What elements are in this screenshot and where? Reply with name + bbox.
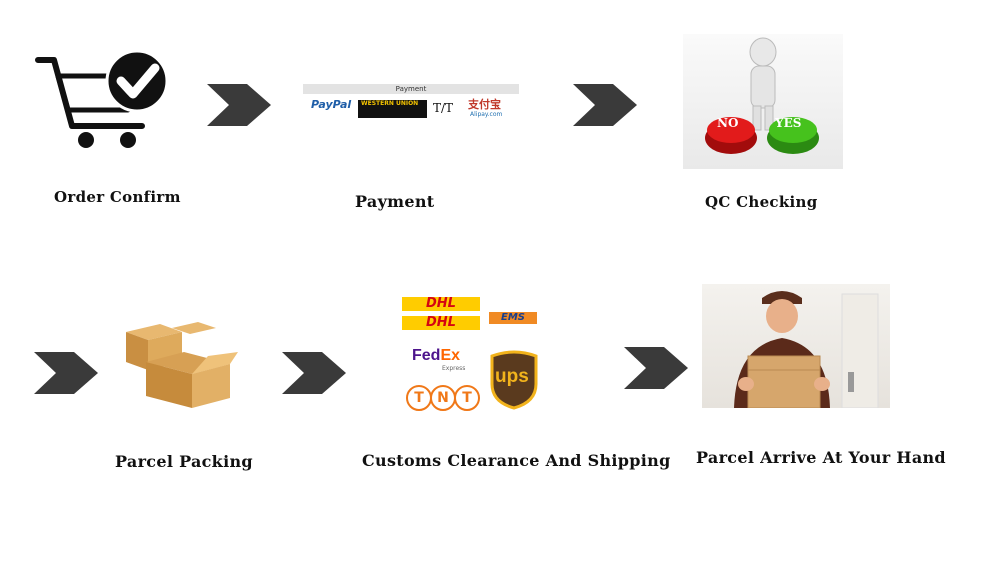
tnt-logo-t: T: [406, 385, 432, 411]
payment-methods: Payment PayPal WESTERN UNION T/T 支付宝 Ali…: [303, 84, 519, 124]
qc-yes-label: YES: [775, 116, 802, 130]
fedex-fe: Fed: [412, 347, 441, 364]
step-label-parcel-arrive: Parcel Arrive At Your Hand: [696, 448, 946, 467]
chevron-arrow-icon: [207, 84, 271, 126]
dhl-logo: DHL: [402, 297, 480, 311]
tnt-logo-n: N: [430, 385, 456, 411]
qc-no-label: NO: [717, 116, 739, 130]
chevron-arrow-icon: [282, 352, 346, 394]
delivery-man-icon: [734, 291, 879, 409]
fedex-logo: FedEx: [412, 347, 460, 365]
alipay-sub: Alipay.com: [470, 111, 503, 118]
chevron-arrow-icon: [573, 84, 637, 126]
paypal-logo: PayPal: [311, 98, 352, 111]
step-label-customs-shipping: Customs Clearance And Shipping: [362, 451, 671, 470]
step-label-order-confirm: Order Confirm: [54, 188, 181, 206]
step-label-payment: Payment: [355, 192, 435, 211]
qc-photo: NO YES: [683, 34, 843, 169]
step-label-parcel-packing: Parcel Packing: [115, 452, 253, 471]
qc-figure-icon: [705, 37, 819, 154]
step-label-qc-checking: QC Checking: [705, 193, 818, 211]
ups-shield-icon: [490, 350, 538, 410]
tnt-logo-t2: T: [454, 385, 480, 411]
tt-logo: T/T: [433, 101, 454, 115]
chevron-arrow-icon: [624, 347, 688, 389]
fedex-ex: Ex: [440, 347, 461, 364]
checkmark-icon: [105, 49, 169, 113]
fedex-sub: Express: [442, 365, 466, 372]
western-union-logo: WESTERN UNION: [358, 100, 427, 118]
alipay-logo: 支付宝: [468, 98, 501, 111]
dhl-logo: DHL: [402, 316, 480, 330]
delivery-photo: [702, 284, 890, 409]
chevron-arrow-icon: [34, 352, 98, 394]
cardboard-box-icon: [126, 322, 238, 408]
payment-header: Payment: [303, 84, 519, 94]
ups-logo-text: ups: [495, 366, 529, 387]
ems-logo: EMS: [489, 312, 537, 324]
